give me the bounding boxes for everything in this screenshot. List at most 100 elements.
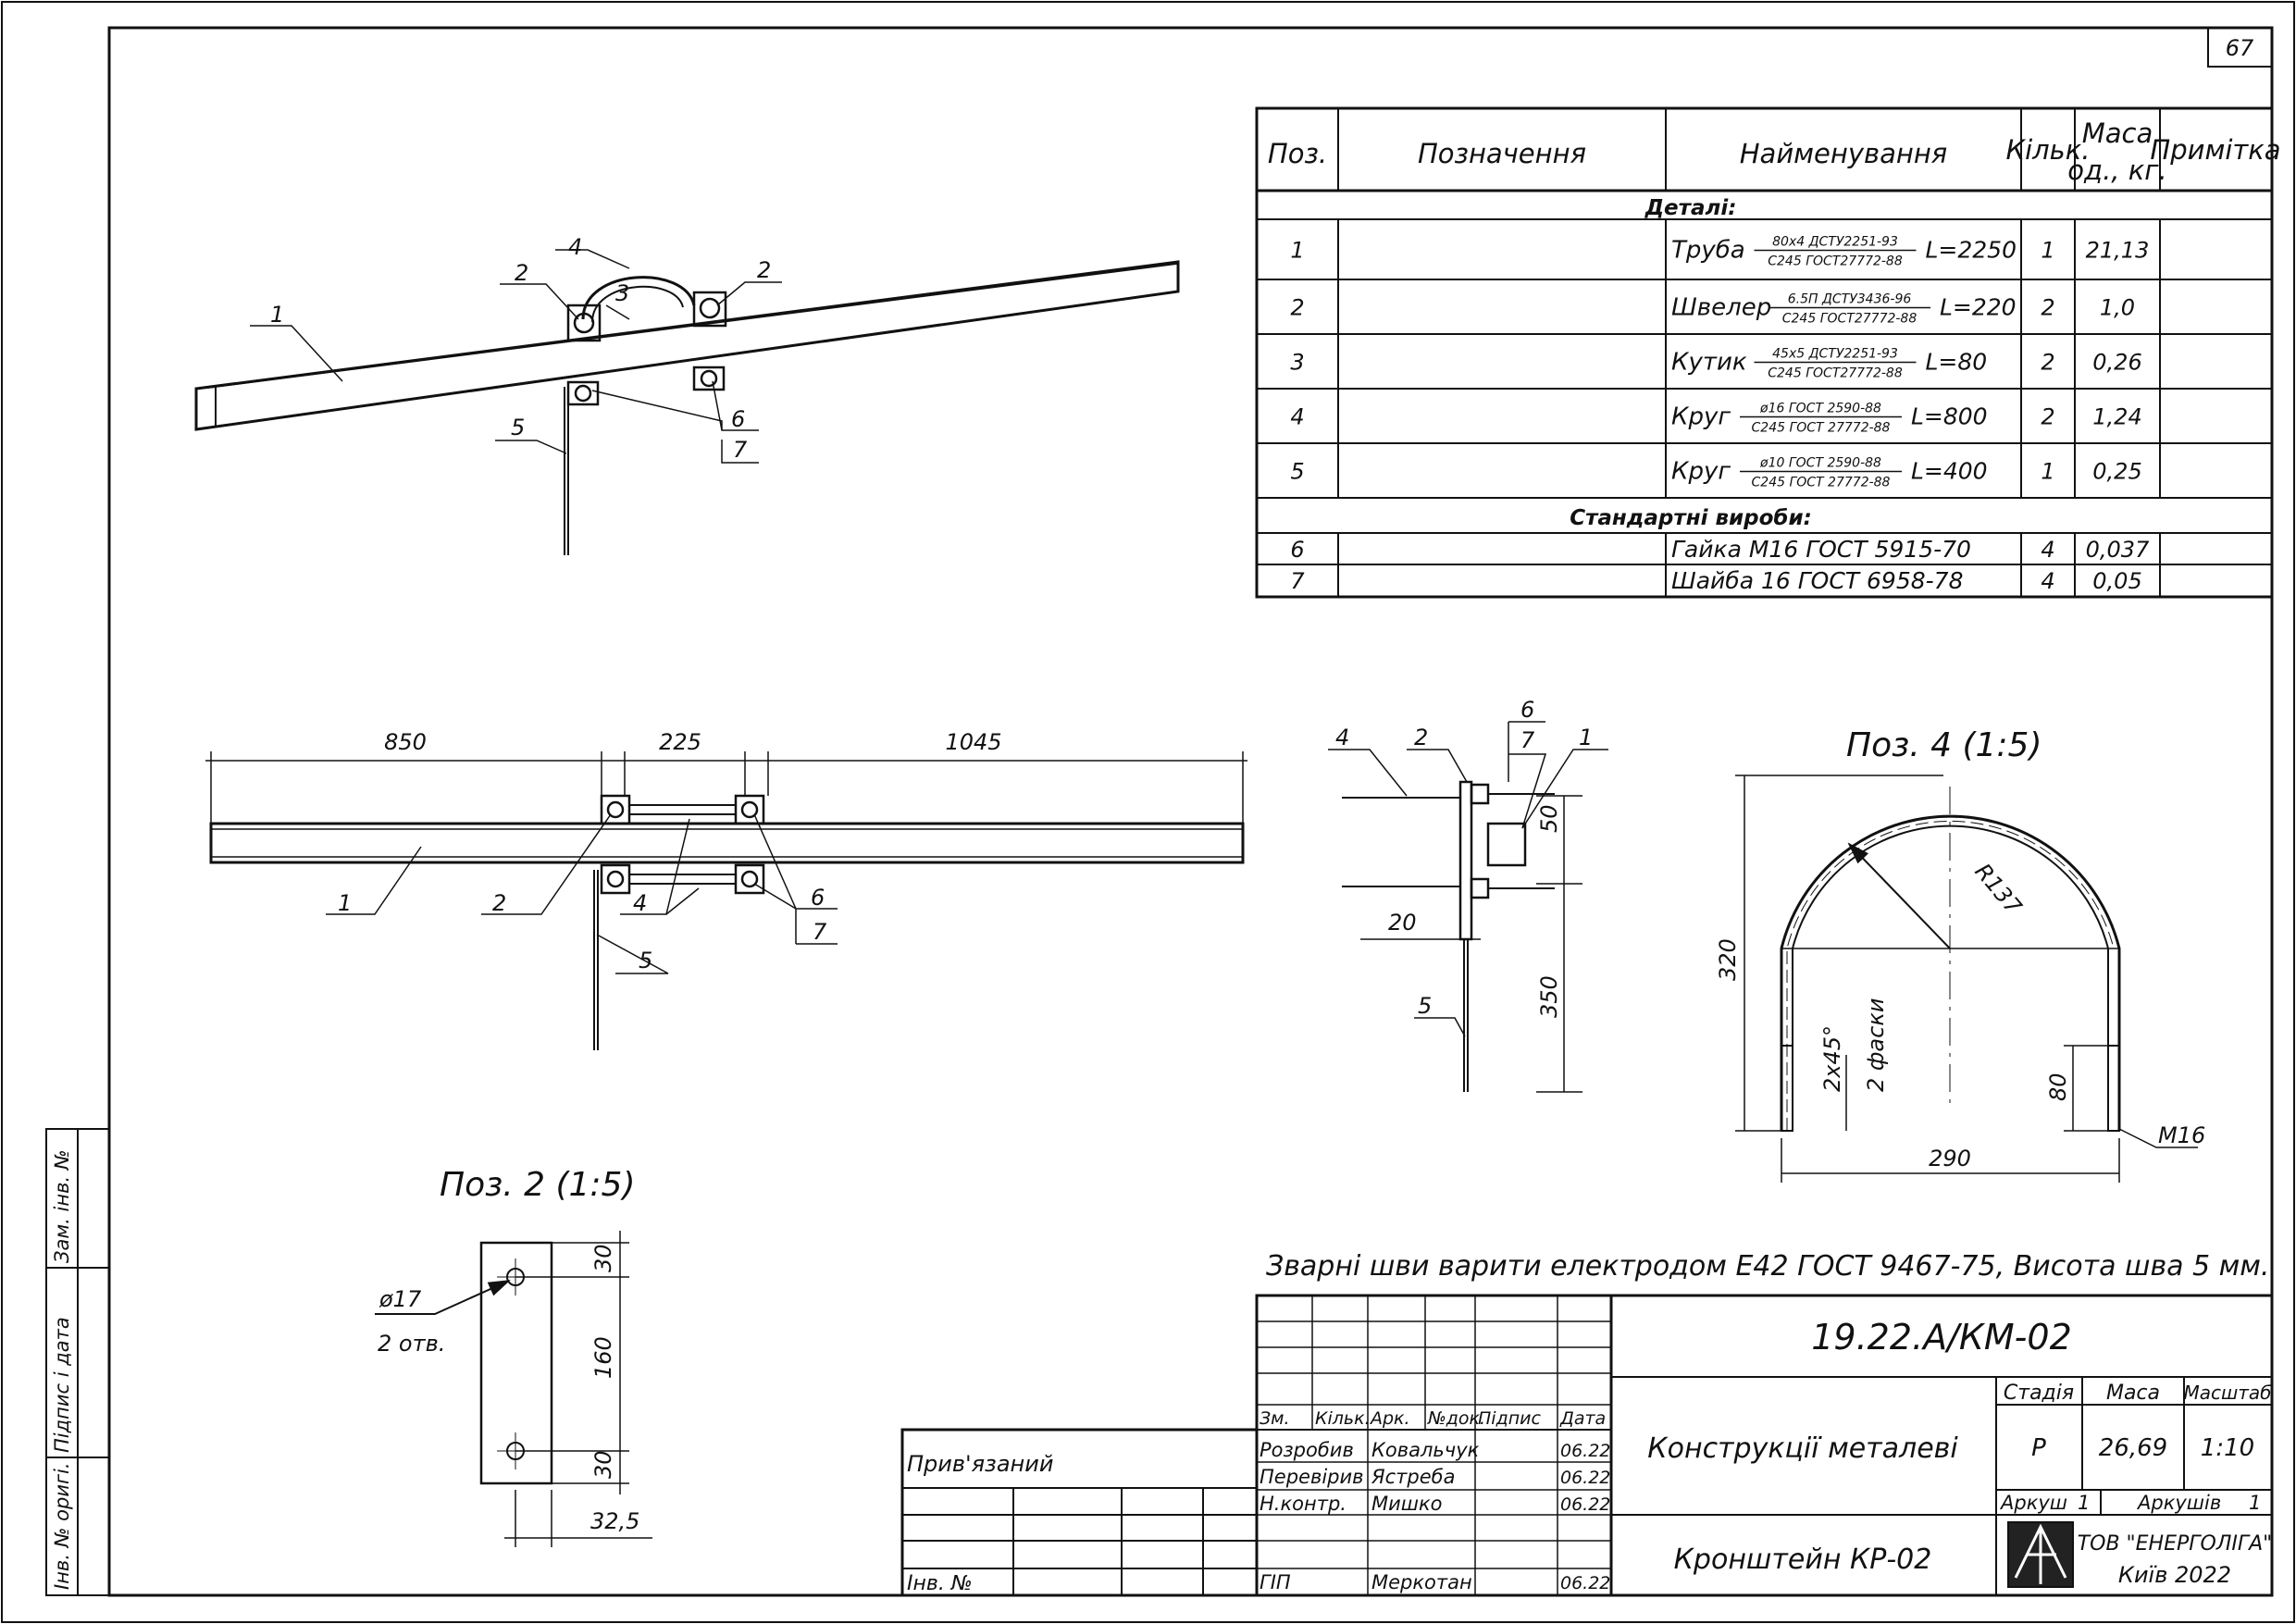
iso-label-6: 6 bbox=[731, 406, 745, 432]
row-fraction-top: 80х4 ДСТУ2251-93 bbox=[1772, 235, 1898, 250]
section-details: Деталі: bbox=[1644, 196, 1737, 220]
side-label-7: 7 bbox=[1520, 727, 1535, 753]
side-dim-20: 20 bbox=[1388, 910, 1417, 936]
row-length: L=400 bbox=[1911, 458, 1988, 485]
row-pos: 1 bbox=[1290, 238, 1304, 264]
row-fraction-bottom: С245 ГОСТ27772-88 bbox=[1768, 366, 1903, 381]
revision-header: Зм. bbox=[1260, 1408, 1290, 1429]
pos4-thread: М16 bbox=[2158, 1122, 2205, 1148]
company-city: Київ 2022 bbox=[2118, 1562, 2231, 1588]
pos2-holes-count: 2 отв. bbox=[378, 1331, 445, 1357]
mass-label: Маса bbox=[2106, 1382, 2160, 1405]
pos2-dim-160: 160 bbox=[590, 1336, 616, 1379]
side-labels: 4 2 6 7 1 5 50 20 350 bbox=[1335, 697, 1593, 1019]
revision-header: Дата bbox=[1559, 1408, 1606, 1429]
pos4-width: 290 bbox=[1929, 1146, 1971, 1172]
front-label-5: 5 bbox=[639, 948, 652, 973]
row-name: Шайба 16 ГОСТ 6958-78 bbox=[1671, 567, 1963, 594]
revision-header: №док. bbox=[1427, 1408, 1485, 1429]
row-fraction-bottom: С245 ГОСТ27772-88 bbox=[1768, 254, 1903, 269]
row-name: Труба bbox=[1671, 237, 1745, 265]
row-qty: 1 bbox=[2041, 238, 2054, 264]
sheets-value: 1 bbox=[2249, 1492, 2261, 1514]
front-label-4: 4 bbox=[633, 890, 647, 916]
pos2-width: 32,5 bbox=[590, 1508, 639, 1534]
scale-value: 1:10 bbox=[2201, 1434, 2254, 1462]
left-stamp: Зам. інв. № Підпис і дата Інв. № оригі. bbox=[45, 1128, 110, 1596]
row-fraction-bottom: С245 ГОСТ27772-88 bbox=[1782, 312, 1917, 327]
sheet-number-box: 67 bbox=[2207, 27, 2273, 68]
iso-label-2b: 2 bbox=[757, 257, 771, 283]
section-standard: Стандартні вироби: bbox=[1570, 506, 1812, 530]
attached-label: Прив'язаний bbox=[907, 1451, 1053, 1477]
front-dims: 850 225 1045 1 2 4 5 6 7 bbox=[338, 729, 1002, 973]
stage-label: Стадія bbox=[2004, 1382, 2074, 1405]
row-name: Круг bbox=[1671, 458, 1731, 486]
row-fraction-top: ø10 ГОСТ 2590-88 bbox=[1759, 456, 1881, 471]
row-qty: 4 bbox=[2041, 537, 2054, 563]
front-view bbox=[205, 751, 1247, 1050]
row-fraction-bottom: С245 ГОСТ 27772-88 bbox=[1752, 476, 1891, 490]
front-dim-850: 850 bbox=[384, 729, 427, 755]
row-length: L=800 bbox=[1911, 403, 1988, 430]
iso-label-4: 4 bbox=[568, 234, 582, 260]
row-qty: 2 bbox=[2041, 404, 2054, 430]
side-dim-50: 50 bbox=[1536, 804, 1562, 833]
iso-label-5: 5 bbox=[511, 415, 525, 440]
signer-role: Н.контр. bbox=[1260, 1493, 1347, 1515]
front-label-7: 7 bbox=[813, 919, 827, 945]
row-pos: 3 bbox=[1290, 350, 1304, 376]
signer-name: Ястреба bbox=[1371, 1466, 1455, 1488]
mass-value: 26,69 bbox=[2099, 1434, 2167, 1462]
inv-zam-label: Зам. інв. № bbox=[51, 1149, 73, 1263]
front-label-1: 1 bbox=[338, 890, 352, 916]
row-fraction-top: ø16 ГОСТ 2590-88 bbox=[1759, 402, 1881, 416]
signer-role: Розробив bbox=[1260, 1439, 1354, 1461]
signer-name: Ковальчук bbox=[1371, 1439, 1480, 1461]
doc-title: Конструкції металеві bbox=[1647, 1432, 1958, 1465]
signer-date: 06.22 bbox=[1560, 1573, 1610, 1593]
front-dim-1045: 1045 bbox=[945, 729, 1001, 755]
side-dim-350: 350 bbox=[1536, 975, 1562, 1018]
header-note: Примітка bbox=[2150, 134, 2280, 166]
pos4-thread-len: 80 bbox=[2045, 1072, 2071, 1101]
welding-note: Зварні шви варити електродом Е42 ГОСТ 94… bbox=[1266, 1250, 2269, 1283]
row-qty: 2 bbox=[2041, 295, 2054, 321]
scale-label: Масштаб bbox=[2183, 1382, 2271, 1404]
revision-header: Арк. bbox=[1369, 1408, 1410, 1429]
side-label-2: 2 bbox=[1414, 725, 1428, 750]
spec-table-header: Поз. Позначення Найменування Кільк. Маса… bbox=[1268, 118, 2281, 186]
row-mass: 0,26 bbox=[2092, 350, 2141, 376]
inv-orig-label: Інв. № оригі. bbox=[51, 1462, 73, 1590]
side-label-5: 5 bbox=[1418, 993, 1432, 1019]
row-length: L=220 bbox=[1940, 294, 2017, 321]
signer-name: Мишко bbox=[1371, 1493, 1443, 1515]
iso-labels: 1 2 2 3 4 5 6 7 bbox=[270, 234, 771, 463]
row-pos: 2 bbox=[1290, 295, 1304, 321]
front-label-2: 2 bbox=[492, 890, 506, 916]
header-name: Найменування bbox=[1740, 138, 1948, 169]
row-pos: 7 bbox=[1290, 568, 1305, 594]
title-texts: 19.22.А/КМ-02 Конструкції металеві Кронш… bbox=[1647, 1317, 2272, 1588]
row-mass: 0,037 bbox=[2086, 537, 2150, 563]
row-length: L=80 bbox=[1926, 349, 1988, 376]
row-mass: 1,0 bbox=[2100, 295, 2135, 321]
header-mass-1: Маса bbox=[2082, 118, 2153, 149]
header-pos: Поз. bbox=[1268, 138, 1327, 169]
side-label-6: 6 bbox=[1520, 697, 1534, 723]
side-view bbox=[1328, 721, 1608, 1093]
row-fraction-bottom: С245 ГОСТ 27772-88 bbox=[1752, 421, 1891, 436]
row-length: L=2250 bbox=[1926, 237, 2017, 264]
company-name: ТОВ "ЕНЕРГОЛІГА" bbox=[2078, 1532, 2273, 1556]
iso-label-1: 1 bbox=[270, 302, 284, 328]
header-designation: Позначення bbox=[1418, 138, 1586, 169]
row-name: Круг bbox=[1671, 403, 1731, 431]
